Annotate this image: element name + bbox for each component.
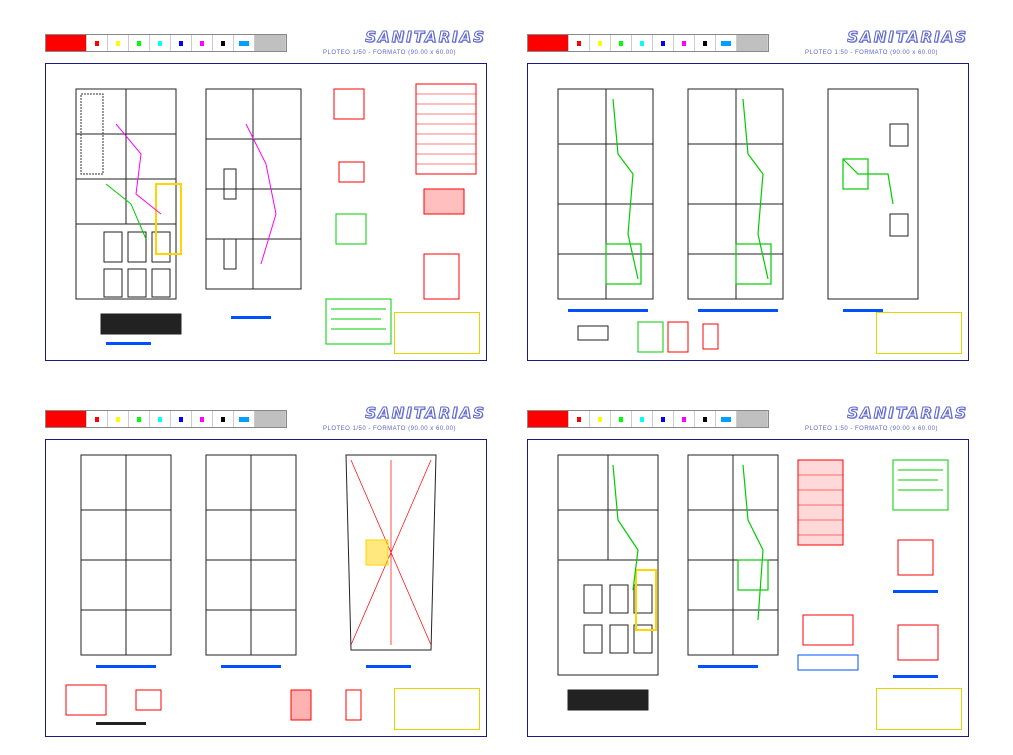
sheet-subtitle: PLOTEO 1:50 - FORMATO (90.00 x 60.00)	[805, 426, 938, 432]
floor-plans-drawing	[75, 83, 477, 345]
sheet-4: SANITARIAS PLOTEO 1:50 - FORMATO (90.00 …	[492, 384, 978, 739]
floor-plans-drawing	[65, 454, 437, 725]
sheet-1: SANITARIAS PLOTEO 1/50 - FORMATO (90.00 …	[10, 8, 496, 363]
color-palette	[527, 410, 769, 428]
sheet-3: SANITARIAS PLOTEO 1/50 - FORMATO (90.00 …	[10, 384, 496, 739]
sheet-title: SANITARIAS	[365, 28, 486, 47]
sheet-title: SANITARIAS	[847, 28, 968, 47]
sheet-subtitle: PLOTEO 1:50 - FORMATO (90.00 x 60.00)	[805, 50, 938, 56]
floor-plans-drawing	[557, 454, 949, 711]
color-palette	[45, 410, 287, 428]
sheet-subtitle: PLOTEO 1/50 - FORMATO (90.00 x 60.00)	[323, 50, 456, 56]
drawing-frame	[527, 439, 969, 737]
drawing-frame	[45, 439, 487, 737]
drawing-frame	[45, 63, 487, 361]
drawing-frame	[527, 63, 969, 361]
title-block	[394, 312, 480, 354]
title-block	[876, 312, 962, 354]
title-block	[394, 688, 480, 730]
floor-plans-drawing	[557, 88, 919, 353]
sheet-subtitle: PLOTEO 1/50 - FORMATO (90.00 x 60.00)	[323, 426, 456, 432]
sheet-title: SANITARIAS	[365, 404, 486, 423]
color-palette	[45, 34, 287, 52]
title-block	[876, 688, 962, 730]
color-palette	[527, 34, 769, 52]
sheet-title: SANITARIAS	[847, 404, 968, 423]
sheet-2: SANITARIAS PLOTEO 1:50 - FORMATO (90.00 …	[492, 8, 978, 363]
